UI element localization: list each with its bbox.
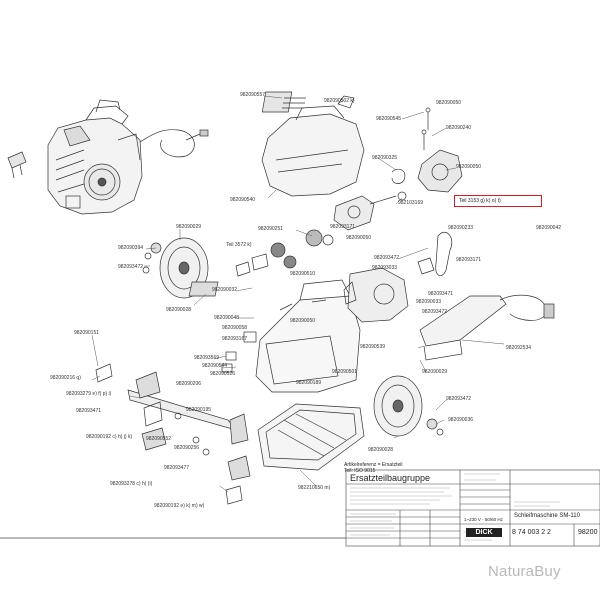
title-block-heading: Ersatzteilbaugruppe (350, 473, 431, 483)
callout-label: 982090501 (332, 369, 358, 375)
callout-label: 982090050 (456, 164, 482, 170)
bottom-tray (257, 403, 365, 471)
title-block-number: 8 74 003 2 2 (512, 529, 551, 536)
callout-label: 982093171 (456, 257, 482, 263)
callout-label: 982090510 (290, 271, 316, 277)
callout-label: 982090195 (186, 407, 212, 413)
callout-label: 982090029 (422, 369, 448, 375)
callout-label: 982090216 q) (50, 375, 81, 381)
dick-brand-logo: DICK (466, 528, 502, 537)
callout-label: 982090189 (296, 380, 322, 386)
callout-label: Teil 3572 k) (226, 242, 252, 248)
callout-label: 982090050 (346, 235, 372, 241)
callout-label: 982093278 c) h) (i) (110, 481, 153, 487)
callout-label: 982093477 (164, 465, 190, 471)
leader-lines (91, 95, 505, 493)
callout-label: 982090192 e) k) m) w) (154, 503, 205, 509)
callout-label: 982093471 (428, 291, 454, 297)
right-wheel-cover (373, 375, 444, 437)
callout-label: 982090050 (436, 100, 462, 106)
callout-label: 982090058 (222, 325, 248, 331)
callout-label: 982090036 (448, 417, 474, 423)
gear-parts (235, 229, 334, 277)
naturabuy-watermark: NaturaBuy (488, 563, 561, 580)
motor-assembly (343, 231, 555, 361)
callout-label: 982093167 (222, 336, 248, 342)
guide-rail-assembly (95, 363, 251, 505)
callout-label: 982090233 (448, 225, 474, 231)
callout-label: 982090028 (166, 307, 192, 313)
callout-label: 982090325 (372, 155, 398, 161)
callout-label: 982093472 (118, 264, 144, 270)
title-block-voltage: 1~230 V - 50/60 Hz (464, 517, 503, 522)
callout-label: 982090539 (360, 344, 386, 350)
callout-label: 982090251 (258, 226, 284, 232)
callout-label: 982090192 c) h) j) k) (86, 434, 133, 440)
highlighted-part-box: Teil 3153 g) k) o) t) (454, 195, 542, 207)
callout-label: 982090151 (74, 330, 100, 336)
chassis-frame (188, 279, 361, 393)
top-cover-group (261, 91, 463, 231)
callout-label: 982090545 (376, 116, 402, 122)
callout-label: 982093171 (330, 224, 356, 230)
callout-label: 982093279 e) f) p) i) (66, 391, 112, 397)
callout-label: 982093472 (422, 309, 448, 315)
title-block-machine: Schleifmaschine SM-110 (514, 513, 580, 519)
callout-label: 982090544 (202, 363, 228, 369)
callout-label: 982090050 (290, 318, 316, 324)
callout-label: 982090394 (118, 245, 144, 251)
callout-label: 982090033 (416, 299, 442, 305)
callout-label: 982092534 (506, 345, 532, 351)
title-block-number-right: 98200 (578, 529, 598, 536)
callout-label: 982093472 (374, 255, 400, 261)
highlighted-part-label: Teil 3153 g) k) o) t) (459, 198, 501, 204)
callout-label: 982090029 (176, 224, 202, 230)
assembled-machine-drawing (7, 99, 209, 215)
callout-label: 982090552 (146, 436, 172, 442)
callout-label: 982090042 (536, 225, 562, 231)
callout-label: 982090540 (230, 197, 256, 203)
callout-label: 982210650 m) (298, 485, 331, 491)
callout-label: 982090048 (214, 315, 240, 321)
callout-label: 982090557 (240, 92, 266, 98)
callout-label: 982103169 (398, 200, 424, 206)
callout-label: 982093472 (446, 396, 472, 402)
legend-line-2: Teil: ISO 9015 (344, 468, 376, 474)
callout-label: 982090206 (176, 381, 202, 387)
callout-label: 982090028 (368, 447, 394, 453)
callout-label: 982090502 k) (324, 98, 355, 104)
callout-label: 982090032 (212, 287, 238, 293)
callout-label: 982093033 (372, 265, 398, 271)
callout-label: 982090256 (174, 445, 200, 451)
callout-label: 982093569 (194, 355, 220, 361)
callout-label: 982090526 (210, 371, 236, 377)
callout-label: 982093471 (76, 408, 102, 414)
callout-label: 982090240 (446, 125, 472, 131)
legend-line-1: Artikelreferenz = Ersatzteil (344, 462, 403, 468)
